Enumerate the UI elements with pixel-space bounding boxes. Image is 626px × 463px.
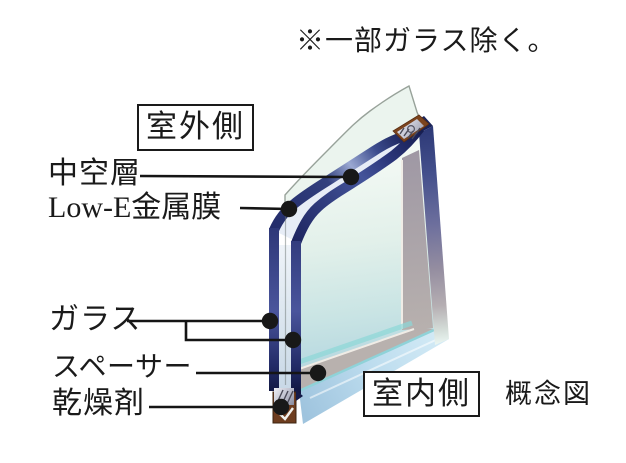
indoor-side-label: 室内側: [372, 375, 471, 411]
desiccant-swirl-top: [407, 124, 416, 133]
dot-desiccant: [272, 398, 290, 416]
spacer-label: スペーサー: [52, 352, 192, 383]
outdoor-side-box: 室外側: [137, 104, 254, 151]
right-edge-face: [419, 126, 449, 345]
dot-glass-outer: [261, 312, 279, 330]
glass-teal-reflection: [298, 320, 413, 365]
indoor-side-box: 室内側: [363, 371, 480, 417]
air-layer-label: 中空層: [48, 157, 141, 190]
dot-air-layer: [342, 168, 360, 186]
caption-label: 概念図: [505, 379, 592, 409]
dot-glass-inner: [284, 331, 302, 349]
leader-air-layer: [139, 174, 352, 179]
spacer-frame-highlight-bottom: [298, 328, 415, 370]
leader-glass-branch: [184, 321, 293, 342]
pane-bottom-shadow: [296, 390, 303, 401]
outdoor-side-label: 室外側: [146, 109, 245, 145]
glass-label: ガラス: [49, 303, 142, 336]
ghost-outer-pane-outline: [284, 84, 423, 214]
desiccant-strip-top: [397, 119, 424, 139]
bottom-edge-teal-line: [298, 328, 435, 393]
leader-dots: [261, 168, 360, 416]
exclusion-note: ※一部ガラス除く。: [296, 26, 557, 57]
dot-low-e-film: [280, 200, 298, 218]
low-e-film-label: Low-E金属膜: [48, 191, 222, 224]
spacer-frame-right: [402, 150, 433, 330]
bottom-edge-highlight: [309, 337, 441, 399]
desiccant-label: 乾燥剤: [52, 387, 145, 420]
dot-spacer: [309, 364, 327, 382]
leader-lines: [127, 174, 352, 409]
